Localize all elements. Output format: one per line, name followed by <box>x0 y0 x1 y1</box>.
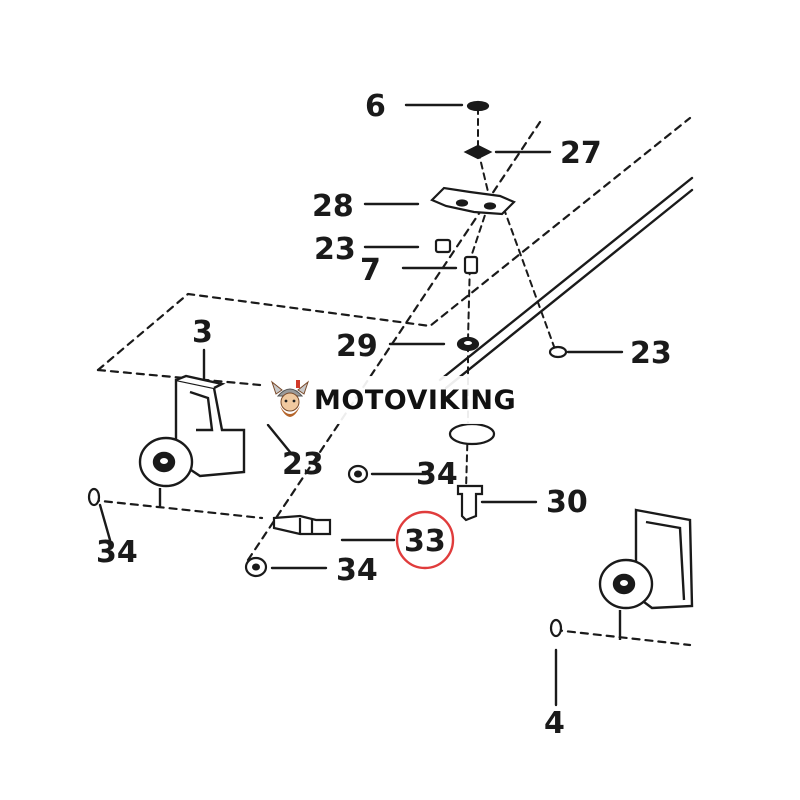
callout-34-left: 34 <box>96 535 138 570</box>
bracket-28 <box>430 186 516 216</box>
callout-34-mid: 34 <box>416 457 458 492</box>
callout-7: 7 <box>360 253 381 288</box>
callout-29: 29 <box>336 329 378 364</box>
wheel-bracket-left <box>138 374 246 508</box>
highlight-circle <box>395 510 455 570</box>
callout-34-lower: 34 <box>336 553 378 588</box>
washer-4 <box>549 618 563 638</box>
viking-mascot-icon <box>270 380 310 417</box>
wheel-bracket-right <box>598 508 694 640</box>
bolt-33 <box>272 514 332 536</box>
leader-lines <box>98 103 624 707</box>
brand-logo: MOTOVIKING <box>262 376 534 424</box>
washer-6 <box>466 100 490 112</box>
callout-23-upper: 23 <box>314 232 356 267</box>
brand-text: MOTOVIKING <box>314 384 517 416</box>
nut-23-upper <box>434 238 452 254</box>
spacer-7 <box>463 255 479 275</box>
callout-30: 30 <box>546 485 588 520</box>
callout-3: 3 <box>192 315 213 350</box>
deck-outline-dashed <box>90 116 692 647</box>
callout-4: 4 <box>544 706 565 741</box>
washer-34-left <box>87 487 101 507</box>
callout-6: 6 <box>365 89 386 124</box>
clip-27 <box>463 144 493 160</box>
nut-23-right <box>548 345 568 359</box>
callout-23-right: 23 <box>630 336 672 371</box>
bolt-30 <box>456 484 484 522</box>
callout-28: 28 <box>312 189 354 224</box>
rod <box>438 176 694 390</box>
callout-23-left: 23 <box>282 447 324 482</box>
callout-33: 33 <box>404 524 446 559</box>
callout-27: 27 <box>560 136 602 171</box>
